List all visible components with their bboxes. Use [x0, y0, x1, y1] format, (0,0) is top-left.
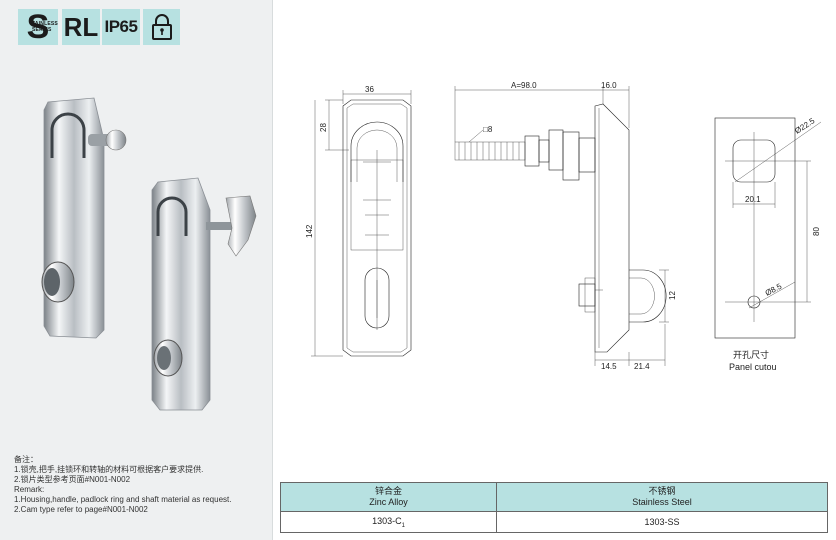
col-stainless-header: 不锈钢 Stainless Steel — [496, 482, 828, 512]
dim-12: 12 — [668, 291, 677, 300]
col-zinc-cn: 锌合金 — [374, 486, 402, 496]
panel-divider — [272, 0, 273, 540]
dim-20-1: 20.1 — [745, 195, 761, 204]
stainless-model-cell: 1303-SS — [496, 511, 828, 533]
dim-a-length: A=98.0 — [511, 81, 537, 90]
col-zinc-header: 锌合金 Zinc Alloy — [280, 482, 497, 512]
side-view — [454, 86, 669, 366]
stainless-letter: S — [26, 8, 50, 46]
dim-80: 80 — [812, 227, 821, 236]
dim-dia-8-5: Ø8.5 — [764, 281, 784, 297]
padlock-icon — [143, 9, 180, 45]
product-photo — [41, 97, 257, 411]
remarks-line2-en: 2.Cam type refer to page#N001-N002 — [14, 505, 148, 514]
panel-cutout-label-cn: 开孔尺寸 — [733, 349, 769, 360]
zinc-model-sub: 1 — [401, 522, 405, 529]
stainless-small-1: TAINLESS — [32, 21, 58, 27]
dim-dia-22-5: Ø22.5 — [793, 116, 817, 136]
remarks-line1-en: 1.Housing,handle, padlock ring and shaft… — [14, 495, 232, 504]
panel-cutout-view — [714, 117, 822, 339]
col-zinc-en: Zinc Alloy — [369, 497, 408, 507]
rl-badge: RL — [62, 9, 100, 45]
remarks-line1-cn: 1.锁壳,把手,挂锁环和转轴的材料可根据客户要求提供. — [14, 465, 204, 474]
remarks-title-cn: 备注： — [14, 455, 38, 464]
front-view — [311, 90, 412, 357]
zinc-model: 1303-C — [372, 515, 402, 526]
material-table: 锌合金 Zinc Alloy 不锈钢 Stainless Steel 1303-… — [280, 482, 828, 533]
dim-shaft-square: □8 — [483, 125, 493, 134]
remarks-line2-cn: 2.锁片类型参考页面#N001-N002 — [14, 475, 131, 484]
product-photo-panel: S TAINLESS SERIES RL IP65 — [0, 0, 272, 540]
panel-cutout-label-en: Panel cutou — [729, 362, 777, 372]
dim-14-5: 14.5 — [601, 362, 617, 371]
zinc-model-cell: 1303-C1 — [280, 511, 497, 533]
technical-drawing: 36 28 142 — [305, 81, 822, 372]
col-stainless-en: Stainless Steel — [632, 497, 692, 507]
dim-28: 28 — [319, 123, 328, 132]
stainless-series-badge: S TAINLESS SERIES — [18, 9, 58, 45]
dim-thickness-16: 16.0 — [601, 81, 617, 90]
col-stainless-cn: 不锈钢 — [648, 486, 676, 496]
remarks-title-en: Remark: — [14, 485, 45, 494]
dim-21-4: 21.4 — [634, 362, 650, 371]
stainless-small-2: SERIES — [32, 27, 52, 33]
dim-142: 142 — [305, 224, 314, 238]
remarks: 备注： 1.锁壳,把手,挂锁环和转轴的材料可根据客户要求提供. 2.锁片类型参考… — [14, 455, 231, 515]
ip65-badge: IP65 — [102, 9, 140, 45]
dim-36: 36 — [365, 85, 374, 94]
